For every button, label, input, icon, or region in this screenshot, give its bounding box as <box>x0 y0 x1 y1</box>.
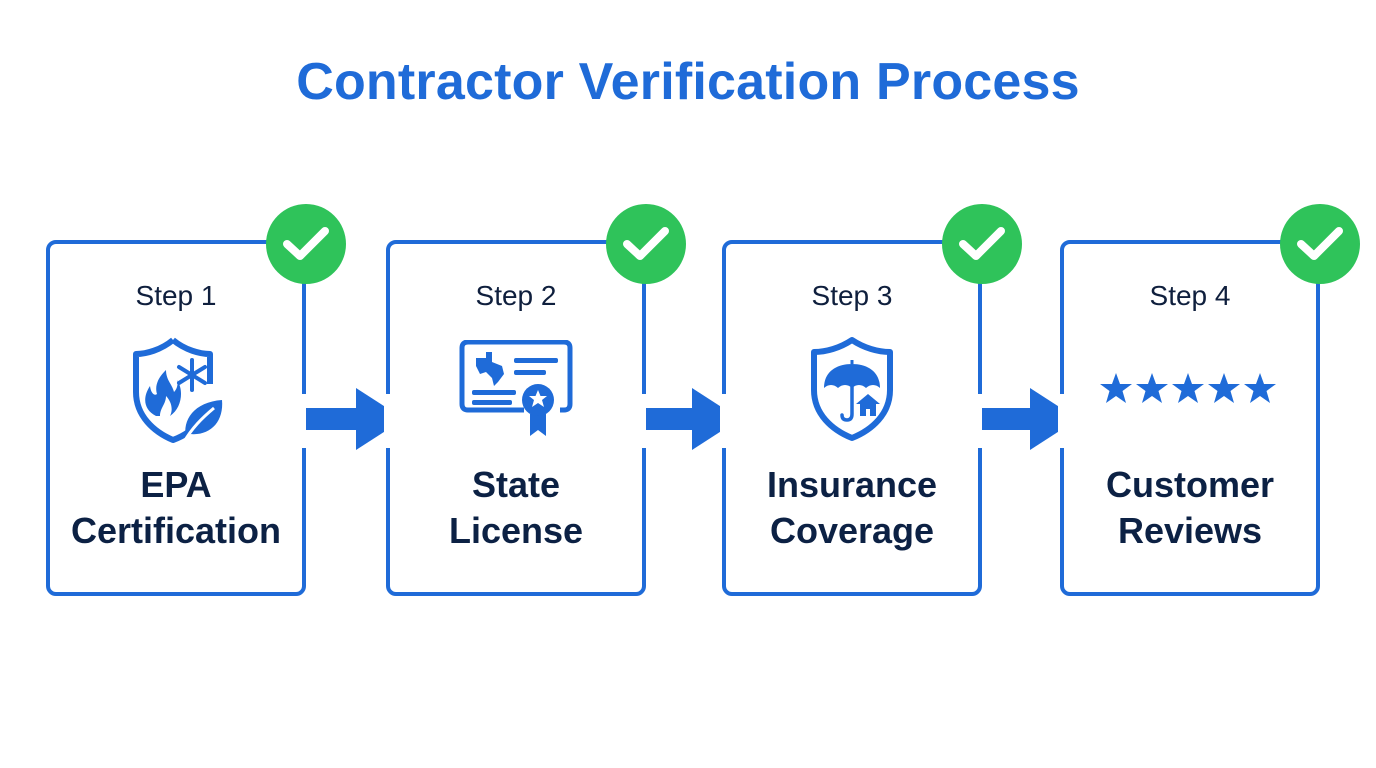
step-label: Step 4 <box>1149 280 1231 311</box>
step-title: Customer Reviews <box>1105 464 1275 551</box>
step-card-4: Step 4 Customer Reviews <box>1058 204 1360 596</box>
border-gap <box>1058 394 1066 448</box>
step-title: State License <box>448 464 584 551</box>
texas-license-certificate-icon <box>458 339 574 443</box>
arrow-right-icon <box>646 388 740 450</box>
check-badge-icon <box>1280 204 1360 284</box>
check-badge-icon <box>606 204 686 284</box>
arrow-right-icon <box>982 388 1078 450</box>
border-gap <box>300 394 308 448</box>
step-title: Insurance Coverage <box>766 464 938 551</box>
five-stars-icon <box>1099 372 1281 411</box>
step-label: Step 2 <box>475 280 557 311</box>
page-title: Contractor Verification Process <box>296 53 1080 111</box>
border-gap <box>976 394 984 448</box>
step-card-3: Step 3 Insurance Coverage <box>720 204 1022 596</box>
border-gap <box>720 394 728 448</box>
step-title: EPA Certification <box>70 464 282 551</box>
step-label: Step 3 <box>811 280 893 311</box>
step-card-2: Step 2 State License <box>384 204 686 596</box>
step-label: Step 1 <box>135 280 217 311</box>
check-badge-icon <box>942 204 1022 284</box>
border-gap <box>384 394 392 448</box>
shield-fire-snowflake-leaf-icon <box>126 336 226 451</box>
shield-umbrella-house-icon <box>804 336 900 447</box>
border-gap <box>640 394 648 448</box>
check-badge-icon <box>266 204 346 284</box>
arrow-right-icon <box>306 388 404 450</box>
step-card-1: Step 1 EPA Certification <box>46 204 346 596</box>
